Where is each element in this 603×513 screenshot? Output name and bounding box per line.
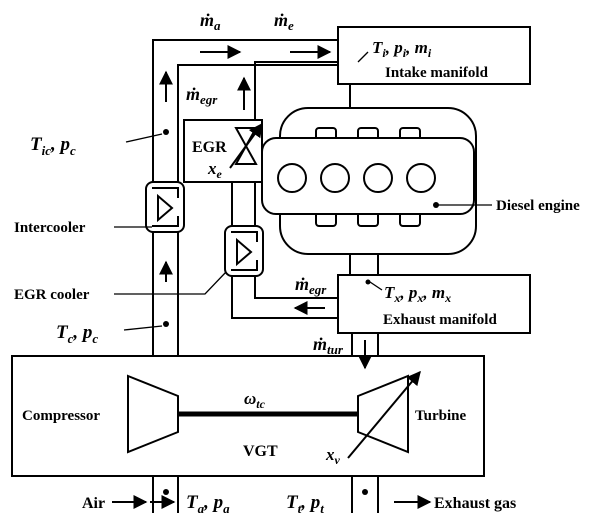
intake-state-label: Ti, pi, mi xyxy=(372,38,432,60)
engine-connection-pipes xyxy=(349,84,379,275)
intake-pipe xyxy=(152,39,338,358)
megr-top-label: ṁegr xyxy=(186,84,218,107)
egr-cooler-icon xyxy=(224,225,264,277)
compressor-label: Compressor xyxy=(22,408,100,424)
air-label: Air xyxy=(82,495,105,512)
egr-valve-icon xyxy=(229,122,263,169)
ta-pa-label: Ta, pa xyxy=(186,492,230,513)
intercooler-label: Intercooler xyxy=(14,220,86,236)
mtur-label: ṁtur xyxy=(313,334,344,357)
flow-arrows xyxy=(150,45,432,509)
egr-cooler-label: EGR cooler xyxy=(14,287,90,303)
vgt-label: VGT xyxy=(243,443,278,460)
exhaust-manifold-box xyxy=(337,274,531,334)
intake-state-leader xyxy=(357,51,369,63)
vgt-actuator-arrow xyxy=(347,370,421,459)
intercooler-icon xyxy=(145,181,185,233)
intake-manifold-label: Intake manifold xyxy=(385,65,489,81)
port-dots xyxy=(163,129,368,495)
bottom-pipes xyxy=(152,476,379,513)
turbine-shape xyxy=(357,374,409,454)
diesel-engine-block xyxy=(261,107,477,255)
turbine-label: Turbine xyxy=(415,408,466,424)
me-label: ṁe xyxy=(274,10,294,33)
exhaust-state-label: Tx, px, mx xyxy=(384,283,451,305)
tc-pc-label: Tc, pc xyxy=(56,322,98,346)
egr-label: EGR xyxy=(192,139,227,156)
megr-bottom-label: ṁegr xyxy=(295,274,327,297)
intake-manifold-box xyxy=(337,26,531,85)
ma-label: ṁa xyxy=(200,10,221,33)
tt-pt-label: Tt, pt xyxy=(286,492,324,513)
exhaust-gas-label: Exhaust gas xyxy=(434,495,516,512)
exhaust-state-leader xyxy=(369,281,383,291)
compressor-shape xyxy=(127,374,179,454)
leader-lines xyxy=(114,133,227,331)
diesel-engine-label: Diesel engine xyxy=(496,198,580,214)
tic-pc-label: Tic, pc xyxy=(30,134,76,158)
exhaust-manifold-label: Exhaust manifold xyxy=(383,312,497,328)
